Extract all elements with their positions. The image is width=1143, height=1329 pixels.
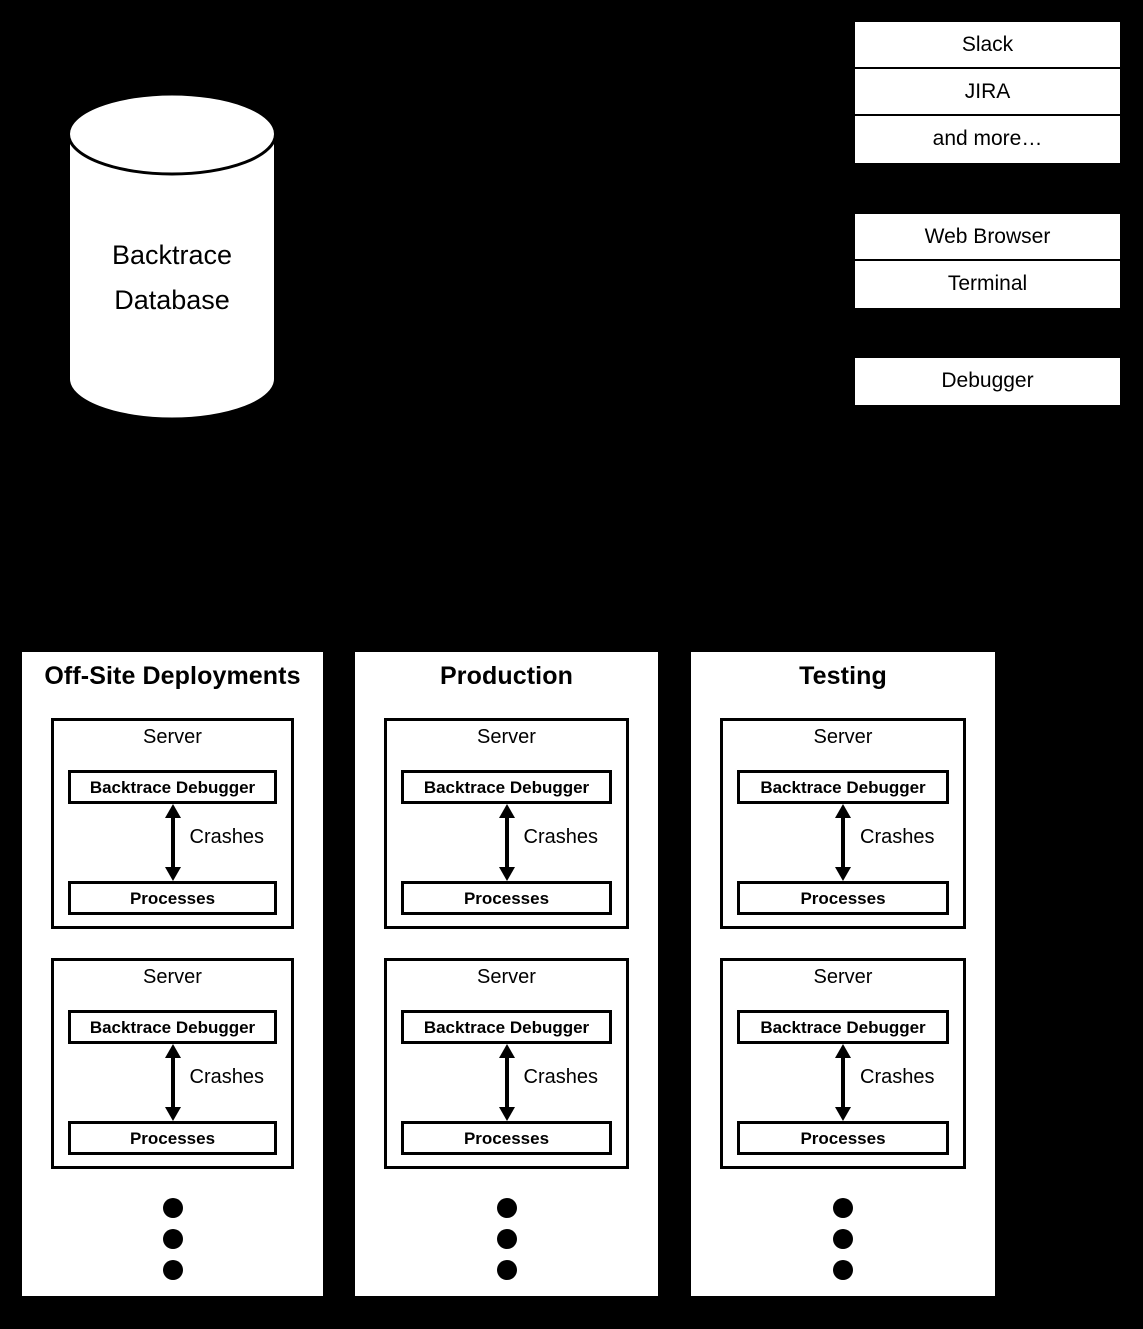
server-title: Server (143, 726, 202, 748)
server-title: Server (143, 966, 202, 988)
env-title: Production (440, 662, 573, 690)
ellipsis-dot (162, 1198, 183, 1218)
ellipsis-dots (22, 1198, 323, 1280)
crashes-label: Crashes (189, 1066, 264, 1088)
client-item-web-browser[interactable]: Web Browser (855, 214, 1120, 261)
processes-box[interactable]: Processes (737, 881, 949, 915)
ellipsis-dots (355, 1198, 658, 1280)
backtrace-debugger-box[interactable]: Backtrace Debugger (401, 1010, 612, 1044)
env-title: Off-Site Deployments (44, 662, 301, 690)
server-box: Server Backtrace Debugger Crashes Proces… (720, 958, 966, 1169)
server-box: Server Backtrace Debugger Crashes Proces… (384, 958, 629, 1169)
processes-box[interactable]: Processes (401, 881, 612, 915)
processes-box[interactable]: Processes (737, 1121, 949, 1155)
ellipsis-dot (162, 1260, 183, 1280)
ellipsis-dot (833, 1229, 853, 1249)
backtrace-debugger-box[interactable]: Backtrace Debugger (737, 770, 949, 804)
backtrace-debugger-box[interactable]: Backtrace Debugger (401, 770, 612, 804)
env-panel-off-site-deployments: Off-Site Deployments Server Backtrace De… (22, 652, 323, 1296)
ellipsis-dot (496, 1260, 517, 1280)
ellipsis-dot (496, 1229, 517, 1249)
ellipsis-dot (162, 1229, 183, 1249)
env-panel-production: Production Server Backtrace Debugger Cra… (355, 652, 658, 1296)
backtrace-debugger-box[interactable]: Backtrace Debugger (68, 1010, 277, 1044)
crashes-label: Crashes (189, 826, 264, 848)
crashes-label: Crashes (523, 1066, 598, 1088)
processes-box[interactable]: Processes (68, 1121, 277, 1155)
env-title: Testing (799, 662, 887, 690)
crashes-double-arrow-icon (834, 804, 852, 881)
server-title: Server (477, 726, 536, 748)
crashes-label: Crashes (860, 1066, 935, 1088)
crashes-double-arrow-icon (834, 1044, 852, 1121)
integration-item-jira[interactable]: JIRA (855, 69, 1120, 116)
ellipsis-dot (496, 1198, 517, 1218)
server-title: Server (477, 966, 536, 988)
cylinder-shape (67, 93, 277, 420)
backtrace-database-cylinder: Backtrace Database (67, 93, 277, 420)
server-title: Server (813, 966, 873, 988)
crashes-label: Crashes (523, 826, 598, 848)
debugger-stack: Debugger (853, 356, 1122, 407)
backtrace-debugger-box[interactable]: Backtrace Debugger (737, 1010, 949, 1044)
integration-item-and-more[interactable]: and more… (855, 116, 1120, 163)
env-panel-testing: Testing Server Backtrace Debugger Crashe… (691, 652, 995, 1296)
crashes-label: Crashes (860, 826, 935, 848)
server-box: Server Backtrace Debugger Crashes Proces… (51, 958, 294, 1169)
server-box: Server Backtrace Debugger Crashes Proces… (720, 718, 966, 929)
debugger-item[interactable]: Debugger (855, 358, 1120, 405)
client-item-terminal[interactable]: Terminal (855, 261, 1120, 308)
crashes-double-arrow-icon (498, 1044, 516, 1121)
server-title: Server (813, 726, 873, 748)
crashes-double-arrow-icon (498, 804, 516, 881)
ellipsis-dot (833, 1260, 853, 1280)
integrations-stack: Slack JIRA and more… (853, 20, 1122, 165)
crashes-double-arrow-icon (164, 1044, 182, 1121)
crashes-double-arrow-icon (164, 804, 182, 881)
integration-item-slack[interactable]: Slack (855, 22, 1120, 69)
server-box: Server Backtrace Debugger Crashes Proces… (384, 718, 629, 929)
server-box: Server Backtrace Debugger Crashes Proces… (51, 718, 294, 929)
ellipsis-dot (833, 1198, 853, 1218)
processes-box[interactable]: Processes (401, 1121, 612, 1155)
processes-box[interactable]: Processes (68, 881, 277, 915)
backtrace-debugger-box[interactable]: Backtrace Debugger (68, 770, 277, 804)
clients-stack: Web Browser Terminal (853, 212, 1122, 310)
ellipsis-dots (691, 1198, 995, 1280)
